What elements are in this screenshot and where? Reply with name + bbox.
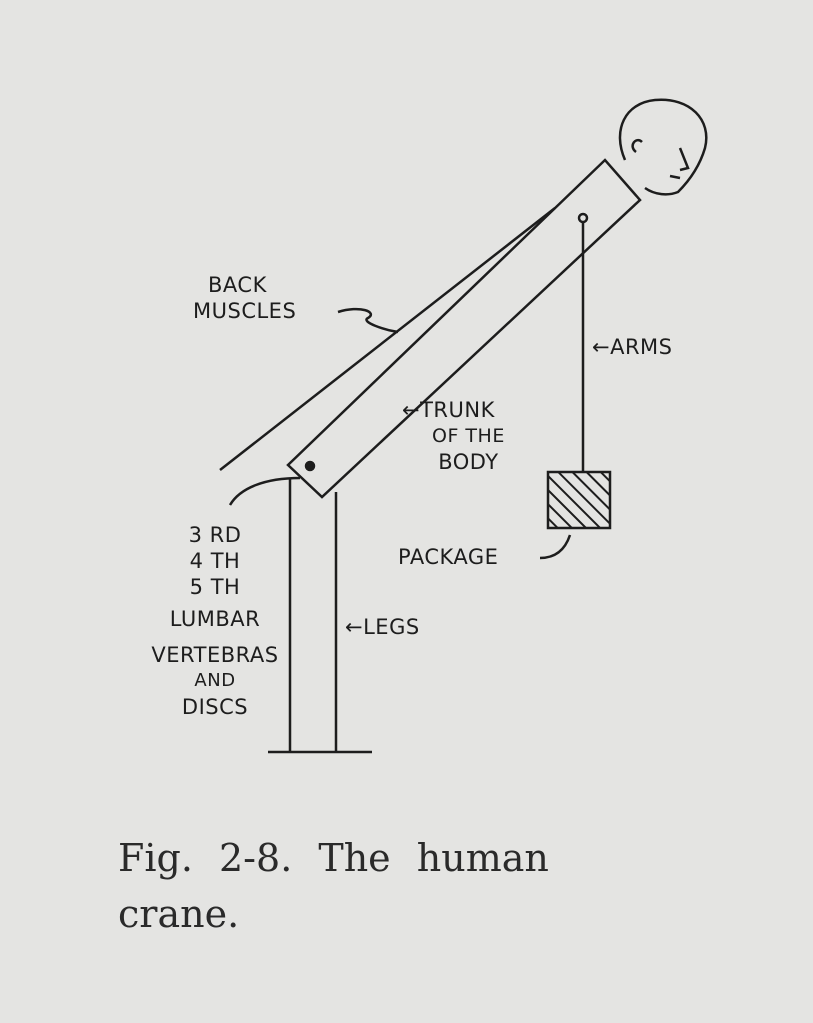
shoulder-joint bbox=[577, 212, 589, 224]
trunk bbox=[286, 158, 642, 499]
back-muscles-pointer bbox=[337, 307, 399, 334]
label-package: PACKAGE bbox=[398, 545, 499, 569]
head bbox=[618, 98, 708, 196]
label-lumbar-vertebrae: 3 RD 4 TH 5 TH LUMBAR VERTEBRAS AND DISC… bbox=[151, 523, 279, 719]
figure-caption: Fig. 2-8. The human crane. bbox=[118, 836, 549, 936]
package-pointer bbox=[539, 534, 572, 560]
label-back-muscles: BACK MUSCLES bbox=[193, 273, 297, 323]
lumbar-pivot bbox=[304, 460, 316, 472]
vertebrae-pointer bbox=[228, 476, 301, 506]
back-muscles-line bbox=[219, 207, 556, 471]
label-arms: ←ARMS bbox=[592, 335, 673, 359]
label-legs: ←LEGS bbox=[345, 615, 420, 639]
label-trunk: ←TRUNK OF THE BODY bbox=[401, 398, 505, 474]
package-box bbox=[546, 470, 612, 530]
